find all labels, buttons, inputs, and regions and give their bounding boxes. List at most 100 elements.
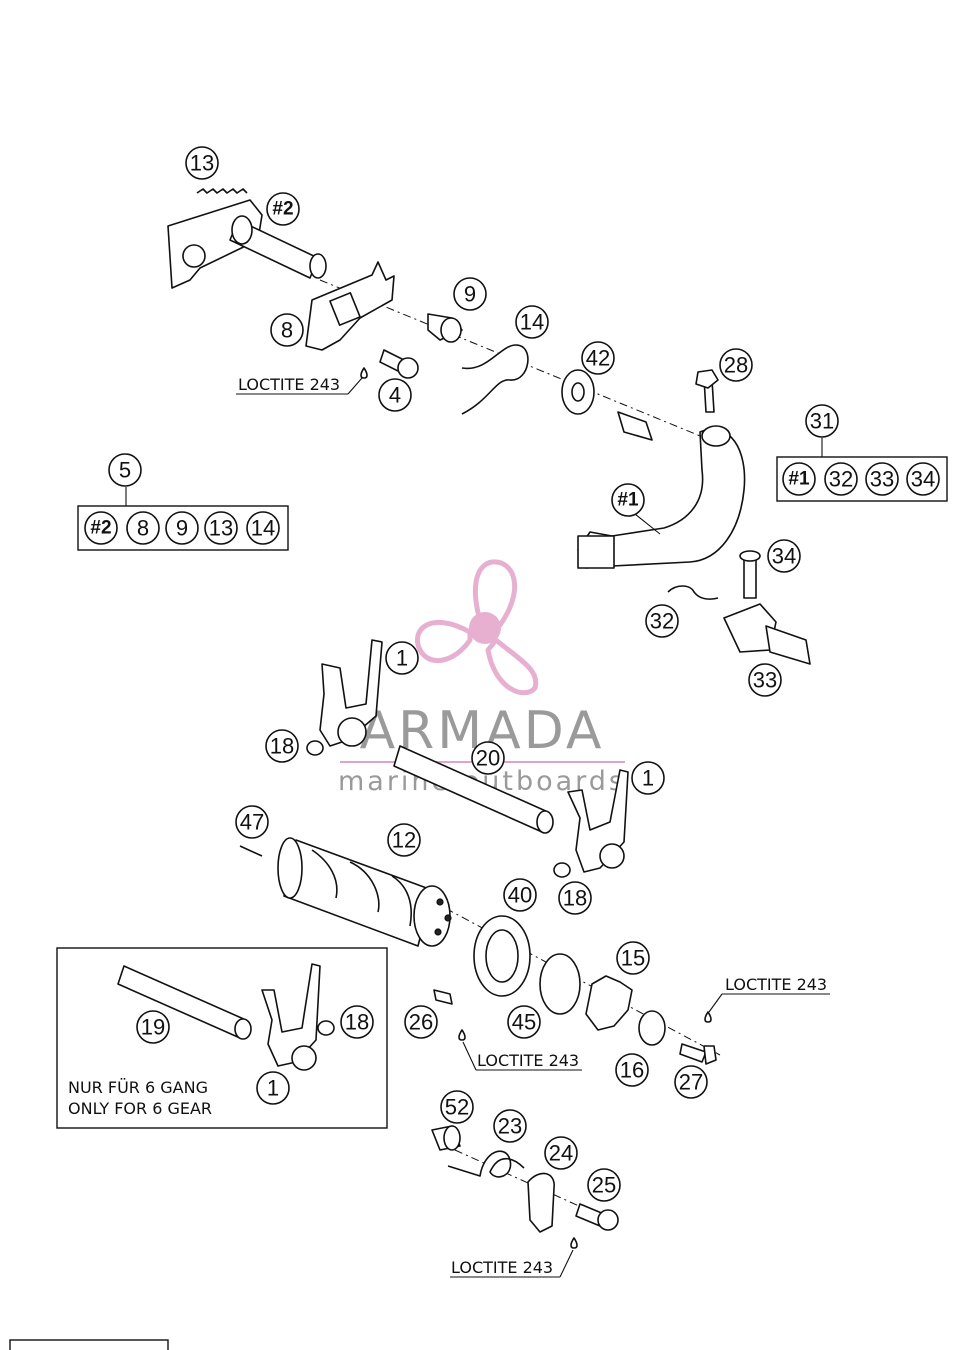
callout-1-upper: 1 (385, 641, 419, 675)
svg-text:34: 34 (772, 544, 796, 569)
svg-text:33: 33 (753, 668, 777, 693)
svg-text:12: 12 (392, 828, 416, 853)
fork-rod-19-end (234, 1018, 252, 1040)
six-gear-inset-box (56, 947, 388, 1129)
shift-shaft-end (309, 253, 327, 279)
screw-26 (433, 989, 453, 1005)
callout-16: 16 (615, 1053, 649, 1087)
callout-33: 33 (748, 663, 782, 697)
kit-5-item-2: #2 (84, 511, 118, 545)
shift-shaft-pin (182, 244, 206, 268)
kit-5-item-14: 14 (246, 511, 280, 545)
shift-fork-inset (261, 963, 321, 1067)
callout-32: 32 (645, 604, 679, 638)
shift-peg-33-tip (765, 625, 811, 665)
drum-groove-1 (311, 849, 338, 899)
leader-loctite-27b (708, 993, 723, 1013)
kit-31-item-1: #1 (782, 462, 816, 496)
shift-star-15 (585, 975, 633, 1031)
svg-text:8: 8 (137, 516, 149, 541)
leader-loctite-4b (347, 377, 363, 395)
callout-18-upper: 18 (265, 729, 299, 763)
six-gear-note-de: NUR FÜR 6 GANG (68, 1078, 208, 1097)
svg-text:#2: #2 (90, 518, 111, 539)
loctite-drop-4 (360, 367, 368, 379)
pin-34-head (739, 550, 761, 562)
shift-lever-clevis (577, 535, 615, 569)
svg-text:13: 13 (209, 516, 233, 541)
callout-52: 52 (440, 1090, 474, 1124)
callout-1-right: 1 (631, 761, 665, 795)
svg-text:13: 13 (190, 151, 214, 176)
fork-right-boss (599, 843, 625, 869)
svg-text:#1: #1 (788, 469, 810, 490)
ring-45 (539, 953, 581, 1015)
callout-18-inset: 18 (340, 1005, 374, 1039)
callout-34: 34 (767, 539, 801, 573)
armada-watermark-logo (415, 559, 539, 696)
callout-15: 15 (616, 941, 650, 975)
svg-text:42: 42 (586, 346, 610, 371)
spring-13 (196, 188, 248, 194)
leader-loctite-25b (559, 1249, 574, 1278)
guide-roller-18-inset (317, 1020, 335, 1036)
svg-text:20: 20 (476, 746, 500, 771)
callout-kit-5: 5 (108, 453, 142, 487)
callout-40: 40 (503, 878, 537, 912)
bolt-4-head (397, 357, 419, 379)
fork-rod-20-end (536, 810, 554, 834)
drum-pin-b (444, 914, 452, 922)
svg-text:14: 14 (251, 516, 275, 541)
svg-text:31: 31 (810, 409, 834, 434)
svg-text:18: 18 (563, 886, 587, 911)
callout-42: 42 (581, 341, 615, 375)
shift-lever-1 (577, 428, 746, 569)
svg-text:40: 40 (508, 883, 532, 908)
callout-26: 26 (404, 1005, 438, 1039)
bushing-9-face (440, 317, 462, 343)
callout-4: 4 (378, 378, 412, 412)
clip-32 (667, 585, 719, 600)
callout-23: 23 (493, 1109, 527, 1143)
shift-fork-upper (319, 639, 383, 747)
spacer-bush (617, 411, 653, 441)
callout-19: 19 (136, 1010, 170, 1044)
guide-roller-18-upper (306, 740, 324, 756)
bush-52-face (443, 1125, 461, 1151)
svg-text:4: 4 (389, 383, 401, 408)
callout-1-inset: 1 (256, 1071, 290, 1105)
svg-text:32: 32 (829, 467, 853, 492)
svg-text:1: 1 (642, 766, 654, 791)
svg-text:25: 25 (592, 1173, 616, 1198)
six-gear-note-en: ONLY FOR 6 GEAR (68, 1099, 212, 1118)
loctite-note-drum: LOCTITE 243 (477, 1051, 579, 1070)
svg-text:1: 1 (396, 646, 408, 671)
kit-31-item-34: 34 (906, 462, 940, 496)
svg-text:34: 34 (911, 467, 935, 492)
footer-code-box (9, 1339, 169, 1350)
svg-text:32: 32 (650, 609, 674, 634)
svg-text:9: 9 (176, 516, 188, 541)
callout-45: 45 (507, 1005, 541, 1039)
callout-18-mid: 18 (558, 881, 592, 915)
bearing-40-inner (485, 929, 519, 983)
kit-31-item-33: 33 (865, 462, 899, 496)
svg-text:24: 24 (549, 1141, 573, 1166)
callout-28: 28 (719, 348, 753, 382)
callout-14: 14 (515, 305, 549, 339)
kit-5-item-9: 9 (165, 511, 199, 545)
washer-42-hole (571, 382, 585, 402)
leader-loctite-26b (462, 1041, 477, 1071)
pin-47 (239, 845, 263, 857)
pin-34 (743, 559, 757, 599)
callout-9: 9 (453, 277, 487, 311)
callout-13: 13 (185, 146, 219, 180)
drum-pin-a (436, 898, 444, 906)
spring-14 (461, 344, 529, 415)
callout-12: 12 (387, 823, 421, 857)
drum-groove-3 (391, 875, 412, 927)
loctite-drop-27 (704, 1011, 712, 1023)
quadrant-slot (329, 292, 361, 326)
loctite-drop-26 (458, 1029, 466, 1041)
